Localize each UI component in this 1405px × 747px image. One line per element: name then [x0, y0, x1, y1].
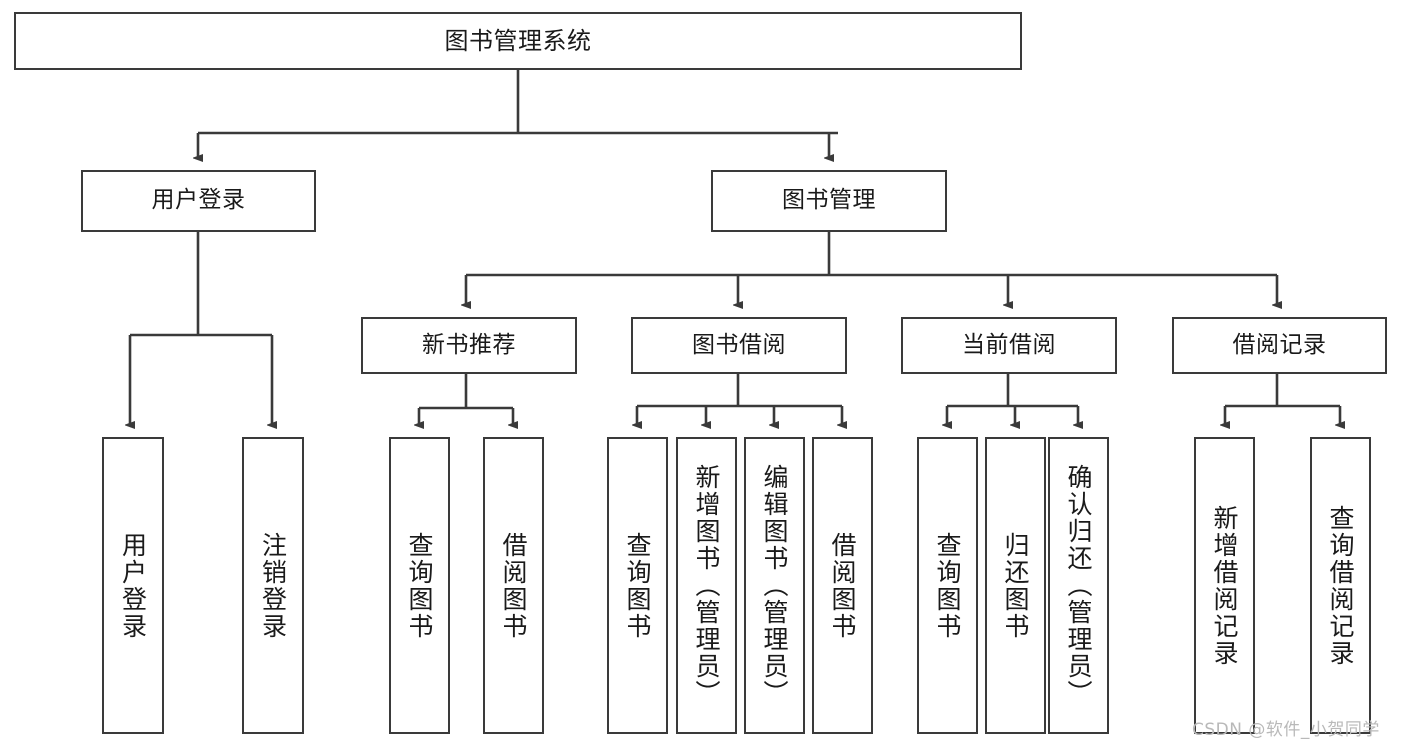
csdn-watermark: CSDN @软件_小贺同学	[1192, 720, 1380, 740]
node-label: 图书管理	[782, 187, 876, 214]
leaf-borrow-add-book[interactable]: 新增图书（管理员）	[676, 437, 737, 734]
node-label: 查询图书	[623, 531, 652, 640]
leaf-record-add-record[interactable]: 新增借阅记录	[1194, 437, 1255, 734]
node-label: 新增图书（管理员）	[692, 464, 721, 707]
leaf-user-login-signin[interactable]: 用户登录	[102, 437, 164, 734]
node-label: 确认归还（管理员）	[1064, 464, 1093, 707]
node-book-management[interactable]: 图书管理	[711, 170, 947, 232]
leaf-borrow-edit-book[interactable]: 编辑图书（管理员）	[744, 437, 805, 734]
leaf-borrow-query-book[interactable]: 查询图书	[607, 437, 668, 734]
leaf-recommend-borrow-book[interactable]: 借阅图书	[483, 437, 544, 734]
node-current-borrow[interactable]: 当前借阅	[901, 317, 1117, 374]
leaf-current-query-book[interactable]: 查询图书	[917, 437, 978, 734]
node-label: 新书推荐	[422, 331, 516, 358]
node-label: 注销登录	[258, 531, 288, 640]
node-label: 借阅图书	[499, 531, 528, 640]
node-label: 归还图书	[1001, 531, 1030, 640]
node-label: 查询图书	[933, 531, 962, 640]
node-label: 查询借阅记录	[1326, 504, 1355, 667]
leaf-current-confirm-return[interactable]: 确认归还（管理员）	[1048, 437, 1109, 734]
node-borrow-record[interactable]: 借阅记录	[1172, 317, 1387, 374]
node-label: 用户登录	[151, 187, 246, 214]
leaf-record-query-record[interactable]: 查询借阅记录	[1310, 437, 1371, 734]
node-label: 借阅图书	[828, 531, 857, 640]
leaf-user-login-signout[interactable]: 注销登录	[242, 437, 304, 734]
node-label: 当前借阅	[962, 331, 1056, 358]
leaf-borrow-borrow-book[interactable]: 借阅图书	[812, 437, 873, 734]
leaf-recommend-query-book[interactable]: 查询图书	[389, 437, 450, 734]
node-label: 图书借阅	[692, 331, 786, 358]
node-label: 新增借阅记录	[1210, 504, 1239, 667]
node-new-book-recommend[interactable]: 新书推荐	[361, 317, 577, 374]
node-book-borrow[interactable]: 图书借阅	[631, 317, 847, 374]
node-label: 借阅记录	[1232, 331, 1327, 358]
node-label: 图书管理系统	[444, 26, 592, 55]
node-root-system[interactable]: 图书管理系统	[14, 12, 1022, 70]
leaf-current-return-book[interactable]: 归还图书	[985, 437, 1046, 734]
node-label: 用户登录	[118, 531, 148, 640]
node-user-login[interactable]: 用户登录	[81, 170, 316, 232]
node-label: 编辑图书（管理员）	[760, 464, 789, 707]
node-label: 查询图书	[405, 531, 434, 640]
